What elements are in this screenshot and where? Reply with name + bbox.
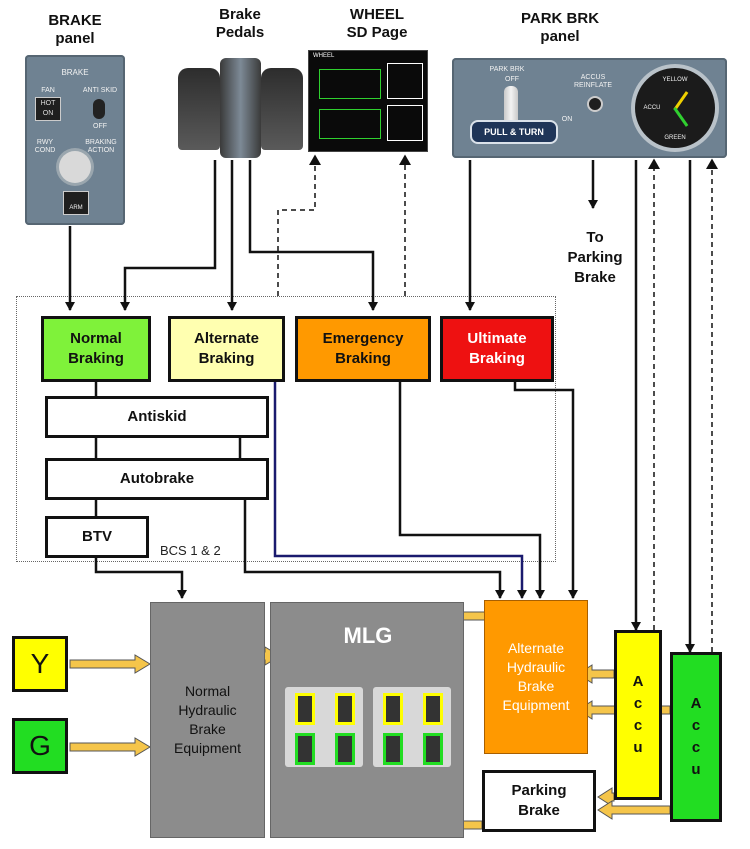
park-off-label: OFF bbox=[505, 76, 519, 83]
emergency-braking-label: Emergency Braking bbox=[322, 330, 404, 367]
y-hydraulic-source: Y bbox=[12, 636, 68, 692]
brake-control-panel: BRAKE FAN HOT ON ANTI SKID OFF RWY COND … bbox=[25, 55, 125, 225]
hot-indicator: HOT bbox=[40, 100, 56, 107]
left-gear-wheel-3 bbox=[295, 733, 315, 765]
alt-hyd-label: Alternate Hydraulic Brake Equipment bbox=[502, 640, 570, 713]
yellow-accumulator: A c c u bbox=[614, 630, 662, 800]
on-indicator: ON bbox=[42, 110, 54, 117]
wheel-page-upper-group bbox=[319, 69, 381, 99]
mlg-right-gear bbox=[373, 687, 451, 767]
brake-panel-title: BRAKE bbox=[61, 68, 89, 77]
ultimate-braking-label: Ultimate Braking bbox=[467, 330, 527, 367]
emergency-to-alt-hyd-line bbox=[398, 382, 545, 599]
anti-skid-off-label: OFF bbox=[93, 123, 107, 130]
anti-skid-label: ANTI SKID bbox=[82, 87, 118, 94]
y-label: Y bbox=[30, 648, 50, 679]
g-to-normal-hyd-arrow bbox=[69, 737, 151, 757]
accus-reinflate-button[interactable] bbox=[587, 96, 603, 112]
brake-pedals-label: Brake Pedals bbox=[215, 6, 265, 41]
braking-action-label: BRAKING ACTION bbox=[85, 139, 117, 154]
accu-pressure-gauge: YELLOW ACCU GREEN bbox=[635, 68, 715, 148]
bcs-to-wheel-page-dashed-left bbox=[277, 154, 321, 296]
accus-reinflate-label: ACCUS REINFLATE bbox=[574, 74, 612, 89]
to-parking-brake-label: To Parking Brake bbox=[567, 229, 623, 286]
btv-box: BTV bbox=[45, 516, 149, 558]
parking-brake-label: Parking Brake bbox=[511, 782, 567, 819]
brake-pedals-illustration bbox=[178, 58, 303, 158]
wheel-page-title: WHEEL bbox=[313, 53, 335, 59]
right-gear-wheel-4 bbox=[423, 733, 443, 765]
wheel-page-upper-readout bbox=[387, 63, 423, 99]
pedal-column bbox=[220, 58, 261, 158]
rwy-cond-label: RWY COND bbox=[34, 139, 56, 154]
right-gear-wheel-1 bbox=[383, 693, 403, 725]
wheel-sd-page-label: WHEEL SD Page bbox=[346, 6, 408, 41]
alternate-hydraulic-brake-equipment: Alternate Hydraulic Brake Equipment bbox=[484, 600, 588, 754]
anti-skid-switch[interactable] bbox=[93, 99, 105, 119]
green-accumulator: A c c u bbox=[670, 652, 722, 822]
autobrake-to-alt-hyd-line bbox=[243, 500, 505, 599]
alternate-to-alt-hyd-line bbox=[273, 382, 527, 599]
autobrake-box: Autobrake bbox=[45, 458, 269, 500]
brake-panel-label: BRAKE panel bbox=[48, 12, 102, 47]
park-on-label: ON bbox=[561, 116, 573, 123]
gauge-yellow-label: YELLOW bbox=[662, 77, 688, 83]
gauge-accu-label: ACCU bbox=[643, 105, 661, 111]
normal-braking-label: Normal Braking bbox=[68, 330, 124, 367]
antiskid-label: Antiskid bbox=[127, 408, 187, 425]
park-brake-handle[interactable] bbox=[504, 86, 518, 120]
mlg-box: MLG bbox=[270, 602, 464, 838]
yellow-accu-label: A c c u bbox=[632, 673, 644, 756]
fan-button[interactable]: HOT ON bbox=[35, 97, 61, 121]
normal-hyd-label: Normal Hydraulic Brake Equipment bbox=[174, 683, 241, 756]
pedals-to-normal-line bbox=[120, 160, 217, 311]
btv-label: BTV bbox=[82, 528, 112, 545]
green-accu-label: A c c u bbox=[690, 695, 702, 778]
ultimate-braking-box: Ultimate Braking bbox=[440, 316, 554, 382]
wheel-page-lower-readout bbox=[387, 105, 423, 141]
right-gear-wheel-3 bbox=[383, 733, 403, 765]
y-to-normal-hyd-arrow bbox=[69, 654, 151, 674]
pedals-to-emergency-line bbox=[248, 160, 378, 311]
right-pedal bbox=[261, 68, 303, 150]
wheel-page-lower-group bbox=[319, 109, 381, 139]
wheel-sd-page: WHEEL bbox=[308, 50, 428, 152]
emergency-braking-box: Emergency Braking bbox=[295, 316, 431, 382]
green-accu-to-parking-arrow bbox=[597, 800, 671, 820]
pull-and-turn-button[interactable]: PULL & TURN bbox=[470, 120, 558, 144]
park-brk-control-panel: PARK BRK OFF ON PULL & TURN ACCUS REINFL… bbox=[452, 58, 727, 158]
rwy-cond-knob[interactable] bbox=[59, 151, 91, 183]
right-gear-wheel-2 bbox=[423, 693, 443, 725]
gauge-green-label: GREEN bbox=[664, 135, 686, 141]
yellow-accu-to-parking-arrow bbox=[597, 787, 615, 807]
left-gear-wheel-4 bbox=[335, 733, 355, 765]
pull-and-turn-label: PULL & TURN bbox=[484, 127, 544, 137]
autobrake-label: Autobrake bbox=[119, 470, 195, 487]
normal-braking-box: Normal Braking bbox=[41, 316, 151, 382]
alternate-braking-label: Alternate Braking bbox=[193, 330, 260, 367]
park-brk-title: PARK BRK bbox=[489, 66, 525, 73]
left-gear-wheel-2 bbox=[335, 693, 355, 725]
g-label: G bbox=[29, 730, 51, 761]
normal-hydraulic-brake-equipment: Normal Hydraulic Brake Equipment bbox=[150, 602, 265, 838]
parking-brake-box: Parking Brake bbox=[482, 770, 596, 832]
arm-label: ARM bbox=[69, 205, 83, 211]
fan-label: FAN bbox=[41, 87, 55, 94]
antiskid-box: Antiskid bbox=[45, 396, 269, 438]
mlg-left-gear bbox=[285, 687, 363, 767]
alternate-braking-box: Alternate Braking bbox=[168, 316, 285, 382]
ultimate-to-alt-hyd-line bbox=[513, 382, 578, 599]
left-gear-wheel-1 bbox=[295, 693, 315, 725]
g-hydraulic-source: G bbox=[12, 718, 68, 774]
bcs-label: BCS 1 & 2 bbox=[160, 543, 221, 558]
park-brk-panel-label: PARK BRK panel bbox=[520, 10, 600, 45]
left-pedal bbox=[178, 68, 220, 150]
arm-button[interactable]: ARM bbox=[63, 191, 89, 215]
btv-to-normal-hyd-line bbox=[94, 558, 187, 599]
bcs-region bbox=[16, 296, 556, 562]
mlg-label: MLG bbox=[343, 623, 393, 648]
